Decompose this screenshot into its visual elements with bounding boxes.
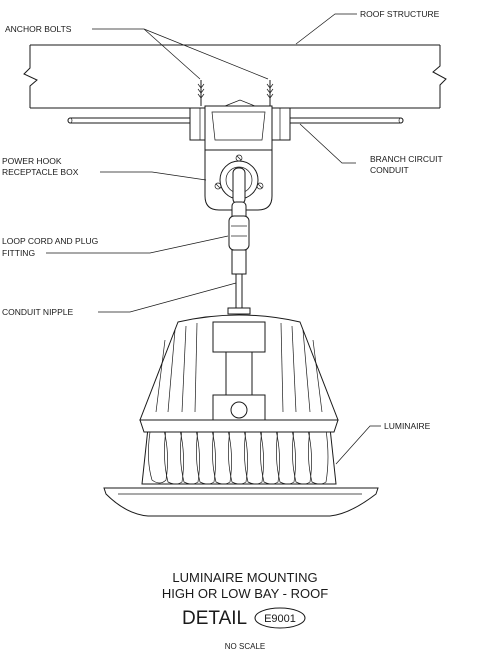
title-line1: LUMINAIRE MOUNTING — [172, 570, 317, 585]
label-luminaire: LUMINAIRE — [384, 421, 431, 431]
label-loop-cord-line2: FITTING — [2, 248, 35, 258]
detail-word: DETAIL — [182, 608, 247, 629]
annotation-labels: ANCHOR BOLTS ROOF STRUCTURE POWER HOOK R… — [2, 9, 443, 431]
anchor-bolt-left — [197, 80, 205, 106]
label-branch-circuit-line2: CONDUIT — [370, 165, 409, 175]
loop-cord-plug-fitting — [228, 201, 250, 275]
anchor-bolt-right — [266, 80, 274, 106]
label-conduit-nipple: CONDUIT NIPPLE — [2, 307, 73, 317]
roof-structure-beam — [23, 44, 447, 109]
anchor-bolts — [197, 80, 274, 106]
conduit-nipple — [227, 273, 251, 315]
power-hook-receptacle-box — [189, 99, 291, 211]
title-line2: HIGH OR LOW BAY - ROOF — [162, 586, 328, 601]
detail-number-oval — [254, 607, 306, 629]
label-loop-cord-line1: LOOP CORD AND PLUG — [2, 236, 98, 246]
leader-lines — [46, 13, 381, 465]
label-roof-structure: ROOF STRUCTURE — [360, 9, 440, 19]
label-power-hook-line1: POWER HOOK — [2, 156, 62, 166]
scale-note: NO SCALE — [225, 642, 265, 651]
luminaire-fixture — [103, 314, 379, 517]
title-block: LUMINAIRE MOUNTING HIGH OR LOW BAY - ROO… — [162, 570, 328, 651]
label-branch-circuit-line1: BRANCH CIRCUIT — [370, 154, 443, 164]
label-anchor-bolts: ANCHOR BOLTS — [5, 24, 72, 34]
label-power-hook-line2: RECEPTACLE BOX — [2, 167, 79, 177]
detail-number: E9001 — [264, 613, 296, 625]
